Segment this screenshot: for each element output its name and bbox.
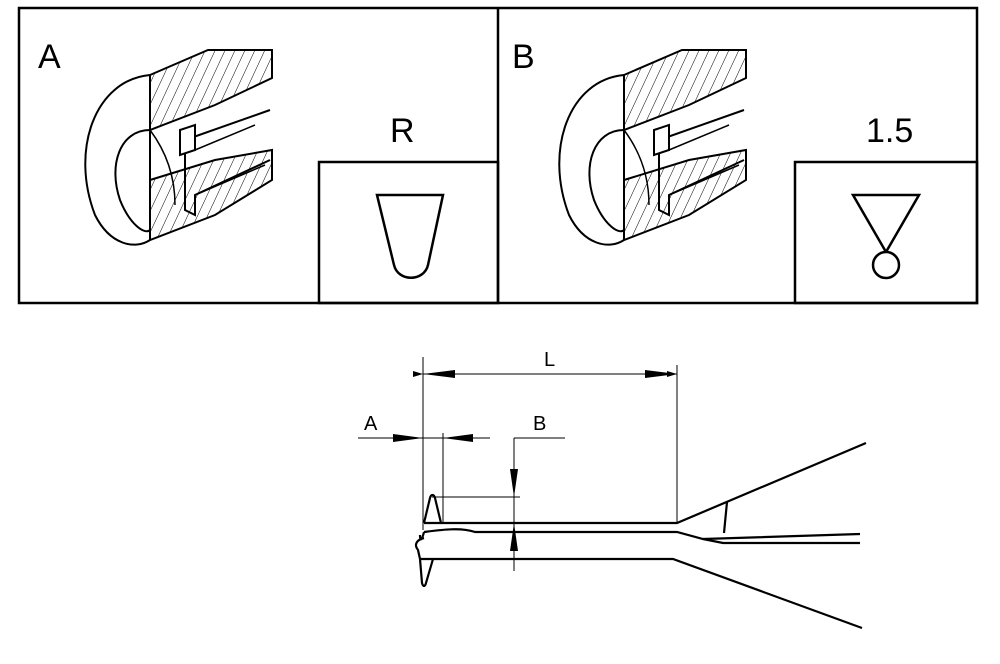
panel-a-symbol-text: R — [390, 112, 415, 150]
dimension-b-label: B — [533, 413, 546, 435]
panel-a: A R — [38, 38, 500, 305]
panel-a-label: A — [38, 38, 61, 76]
symbol-box-b — [793, 160, 979, 305]
rounded-tip-icon — [375, 193, 445, 279]
panel-b-symbol-text: 1.5 — [866, 112, 913, 150]
ring-section-illustration-b — [558, 49, 747, 246]
panel-b-label: B — [512, 38, 535, 76]
panel-b: B 1.5 — [512, 38, 979, 305]
ring-section-illustration-a — [84, 49, 273, 246]
dimension-l-label: L — [544, 349, 555, 371]
ball-tip-icon — [850, 193, 922, 255]
dimension-a-label: A — [364, 413, 378, 435]
pliers-tip-diagram: L A B — [358, 349, 867, 630]
symbol-box-a — [317, 160, 500, 305]
